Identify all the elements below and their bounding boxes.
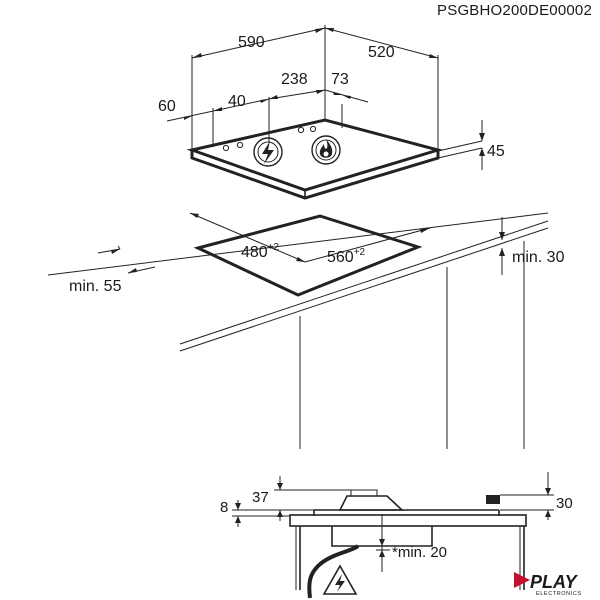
play-electronics-logo: PLAY ELECTRONICS bbox=[514, 572, 582, 597]
power-cable bbox=[307, 544, 360, 599]
hob-height-label: 45 bbox=[487, 143, 505, 160]
knob-profile bbox=[486, 495, 500, 504]
control-knob-icon bbox=[309, 125, 317, 133]
control-knob-icon bbox=[222, 144, 230, 152]
front-clearance-label: min. 55 bbox=[69, 278, 122, 295]
gas-burner-icon bbox=[311, 135, 341, 165]
electric-hotplate-icon bbox=[253, 137, 283, 167]
cutout-width-label: 560+2 bbox=[327, 247, 366, 266]
cable-clearance-label: *min. 20 bbox=[392, 544, 447, 561]
burner-side-label: 73 bbox=[331, 71, 349, 88]
cutout-depth-label: 480+2 bbox=[241, 242, 280, 261]
side-section-view: 8 37 30 *min. 20 bbox=[220, 472, 573, 599]
worktop-cutout-view: 480+2 560+2 min. 55 min. 30 bbox=[47, 212, 565, 449]
hob-width-label: 590 bbox=[238, 34, 265, 51]
logo-brand: PLAY bbox=[530, 572, 579, 592]
front-offset-label: 60 bbox=[158, 98, 176, 115]
front-inner-label: 40 bbox=[228, 93, 246, 110]
logo-sub: ELECTRONICS bbox=[536, 591, 582, 597]
electric-warning-icon bbox=[322, 564, 358, 595]
play-triangle-icon bbox=[514, 572, 530, 588]
cutout-outline bbox=[193, 214, 423, 297]
control-knob-icon bbox=[236, 141, 244, 149]
control-knob-icon bbox=[297, 126, 305, 134]
burner-profile bbox=[338, 495, 405, 511]
hob-depth-label: 520 bbox=[368, 44, 395, 61]
top-height-label: 37 bbox=[252, 489, 269, 506]
rear-clearance-label: min. 30 bbox=[512, 249, 565, 266]
worktop-section bbox=[289, 514, 527, 527]
document-code: PSGBHO200DE00002 bbox=[437, 2, 592, 19]
burner-offset-label: 238 bbox=[281, 71, 308, 88]
left-height-label: 8 bbox=[220, 499, 228, 516]
right-height-label: 30 bbox=[556, 495, 573, 512]
hob-top-view: 590 520 238 73 60 40 45 bbox=[158, 25, 505, 200]
